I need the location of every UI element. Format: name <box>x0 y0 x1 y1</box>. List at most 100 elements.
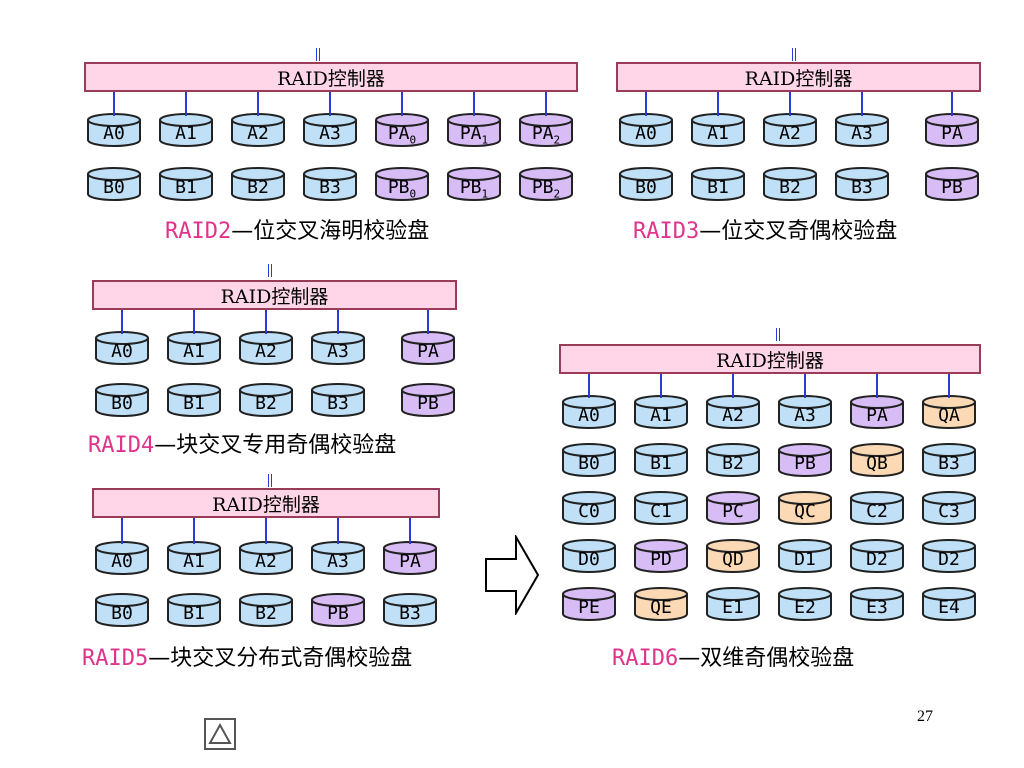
controller-wire <box>951 92 953 116</box>
disk-label-text: A3 <box>851 123 873 144</box>
disk-label: A0 <box>94 550 150 574</box>
disk-label-text: B0 <box>111 393 133 414</box>
disk-label-text: QA <box>938 405 960 426</box>
disk-pd: PD <box>633 538 689 574</box>
disk-label-text: A2 <box>255 341 277 362</box>
disk-label-subscript: 0 <box>409 187 417 201</box>
disk-label-text: PA <box>941 123 963 144</box>
disk-label-text: PA <box>387 123 410 144</box>
raid5-caption: RAID5—块交叉分布式奇偶校验盘 <box>82 640 412 672</box>
controller-wire <box>113 92 115 116</box>
disk-label: PA <box>924 122 980 146</box>
disk-a2: A2 <box>238 330 294 366</box>
disk-label: PC <box>705 500 761 524</box>
raid3-controller: RAID控制器 <box>616 62 981 92</box>
disk-a0: A0 <box>561 394 617 430</box>
controller-wire <box>121 518 123 544</box>
raid5-caption-tag: RAID5 <box>82 646 149 671</box>
disk-a1: A1 <box>690 112 746 148</box>
slide-nav-button[interactable] <box>204 718 236 750</box>
disk-qa: QA <box>921 394 977 430</box>
triangle-up-icon <box>208 722 232 744</box>
disk-b3: B3 <box>382 592 438 628</box>
disk-label-text: PA <box>866 405 888 426</box>
disk-b0: B0 <box>94 382 150 418</box>
disk-a3: A3 <box>310 330 366 366</box>
raid4-controller-label: RAID控制器 <box>220 285 329 308</box>
disk-label-text: D1 <box>794 549 816 570</box>
disk-label: A2 <box>230 122 286 146</box>
disk-label-text: A2 <box>722 405 744 426</box>
disk-d1: D1 <box>777 538 833 574</box>
disk-label: A2 <box>762 122 818 146</box>
controller-wire <box>329 92 331 116</box>
raid3-caption-tag: RAID3 <box>633 219 700 244</box>
disk-label: A0 <box>561 404 617 428</box>
disk-a0: A0 <box>86 112 142 148</box>
controller-wire <box>789 92 791 116</box>
disk-label: B2 <box>762 176 818 200</box>
disk-pc: PC <box>705 490 761 526</box>
disk-label-text: B3 <box>399 603 421 624</box>
disk-label: QC <box>777 500 833 524</box>
disk-label: C2 <box>849 500 905 524</box>
raid5-bus <box>268 474 272 487</box>
disk-c1: C1 <box>633 490 689 526</box>
raid3-caption: RAID3—位交叉奇偶校验盘 <box>633 213 897 245</box>
disk-label-text: B2 <box>255 393 277 414</box>
disk-label-text: A3 <box>327 551 349 572</box>
disk-a2: A2 <box>238 540 294 576</box>
disk-b3: B3 <box>310 382 366 418</box>
disk-label-text: A1 <box>183 341 205 362</box>
disk-label-text: PD <box>650 549 672 570</box>
disk-label: PD <box>633 548 689 572</box>
controller-wire <box>265 518 267 544</box>
disk-qb: QB <box>849 442 905 478</box>
disk-a2: A2 <box>705 394 761 430</box>
raid3-controller-label: RAID控制器 <box>744 67 853 90</box>
raid6-caption: RAID6—双维奇偶校验盘 <box>612 640 854 672</box>
disk-e3: E3 <box>849 586 905 622</box>
right-arrow-icon <box>485 535 540 615</box>
disk-label-text: B0 <box>635 177 657 198</box>
page-number: 27 <box>917 708 933 725</box>
disk-b1: B1 <box>158 166 214 202</box>
controller-wire <box>193 518 195 544</box>
disk-label: A2 <box>238 340 294 364</box>
disk-d2: D2 <box>921 538 977 574</box>
raid6-caption-text: —双维奇偶校验盘 <box>678 646 855 671</box>
disk-label: QE <box>633 596 689 620</box>
disk-pb: PB <box>400 382 456 418</box>
disk-label: PB <box>924 176 980 200</box>
disk-label-text: B2 <box>247 177 269 198</box>
disk-label-text: PB <box>794 453 816 474</box>
disk-label-text: B1 <box>183 603 205 624</box>
controller-wire <box>948 374 950 398</box>
disk-b2: B2 <box>705 442 761 478</box>
disk-label: A3 <box>777 404 833 428</box>
raid6-controller-label: RAID控制器 <box>716 349 824 372</box>
disk-label: B1 <box>158 176 214 200</box>
disk-label: A0 <box>618 122 674 146</box>
disk-label: PB1 <box>446 176 502 207</box>
disk-pa0: PA0 <box>374 112 430 148</box>
disk-label: A3 <box>302 122 358 146</box>
raid6-controller: RAID控制器 <box>559 344 981 374</box>
disk-label-text: B1 <box>650 453 672 474</box>
disk-label-text: A1 <box>650 405 672 426</box>
disk-label: D1 <box>777 548 833 572</box>
raid5-controller: RAID控制器 <box>92 488 440 518</box>
disk-b2: B2 <box>230 166 286 202</box>
disk-a0: A0 <box>94 330 150 366</box>
disk-b1: B1 <box>633 442 689 478</box>
disk-label-text: PC <box>722 501 744 522</box>
disk-label-text: QB <box>866 453 888 474</box>
raid5-controller-label: RAID控制器 <box>212 493 320 516</box>
raid4-caption: RAID4—块交叉专用奇偶校验盘 <box>88 427 396 459</box>
disk-label: B0 <box>94 392 150 416</box>
controller-wire <box>588 374 590 398</box>
disk-pa: PA <box>400 330 456 366</box>
disk-label: B1 <box>690 176 746 200</box>
disk-label: B3 <box>302 176 358 200</box>
disk-b0: B0 <box>94 592 150 628</box>
